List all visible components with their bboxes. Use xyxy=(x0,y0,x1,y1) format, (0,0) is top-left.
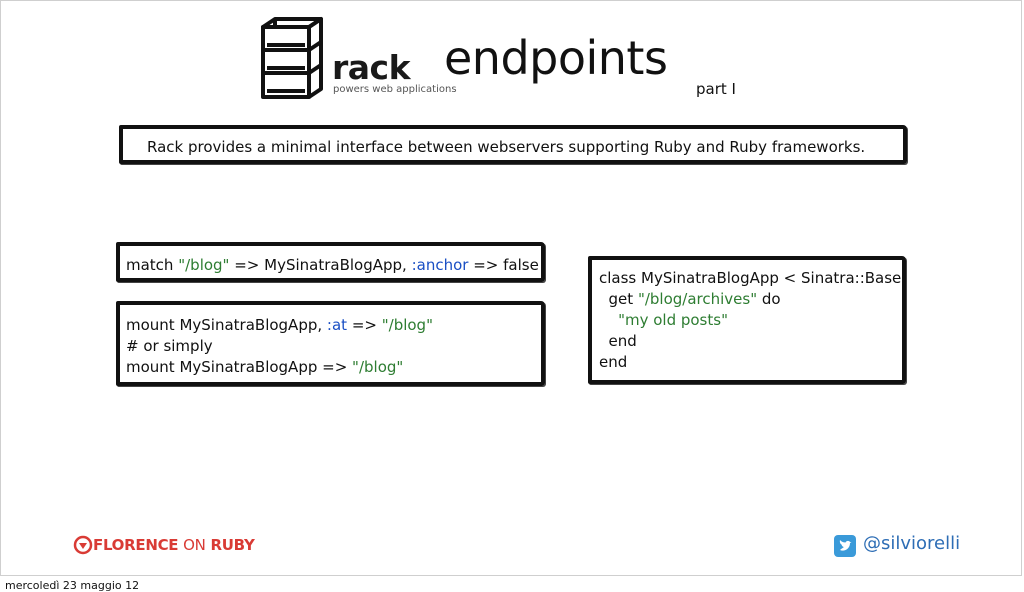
code-plain: do xyxy=(757,290,781,308)
code-line: mount MySinatraBlogApp, :at => "/blog" xyxy=(126,315,433,336)
slide: rack powers web applications endpoints p… xyxy=(0,0,1022,576)
florence-on-ruby-logo-icon xyxy=(73,535,93,555)
brand-word: FLORENCE xyxy=(93,536,184,554)
code-string-line: "my old posts" xyxy=(599,311,728,329)
slide-subtitle: part I xyxy=(696,80,736,98)
twitter-icon xyxy=(834,535,856,557)
code-plain: mount MySinatraBlogApp => xyxy=(126,358,353,376)
code-string: "/blog/archives" xyxy=(637,290,758,308)
code-line: get "/blog/archives" do xyxy=(599,289,901,310)
brand-word: ON xyxy=(183,536,206,554)
slide-title: endpoints xyxy=(444,31,668,85)
code-comment: # or simply xyxy=(126,337,213,355)
rack-wordmark: rack xyxy=(332,48,411,87)
code-plain: match xyxy=(126,256,179,274)
code-plain: mount MySinatraBlogApp, xyxy=(126,316,327,334)
code-symbol: :at xyxy=(326,316,348,334)
code-plain: get xyxy=(599,290,638,308)
code-line: class MySinatraBlogApp < Sinatra::Base xyxy=(599,269,902,287)
code-string: "/blog" xyxy=(381,316,433,334)
mount-code-box: mount MySinatraBlogApp, :at => "/blog"# … xyxy=(116,301,545,386)
rack-shelf-logo-icon xyxy=(261,17,323,99)
twitter-handle[interactable]: @silviorelli xyxy=(863,533,961,554)
code-line: end xyxy=(599,332,637,350)
code-line: mount MySinatraBlogApp => "/blog" xyxy=(126,357,433,378)
code-string: "/blog" xyxy=(178,256,230,274)
class-code-block: class MySinatraBlogApp < Sinatra::Base g… xyxy=(599,268,901,373)
intro-text: Rack provides a minimal interface betwee… xyxy=(147,138,866,156)
code-line: end xyxy=(599,353,628,371)
match-code-line: match "/blog" => MySinatraBlogApp, :anch… xyxy=(126,255,539,276)
code-plain: => xyxy=(347,316,382,334)
code-plain: => MySinatraBlogApp, xyxy=(229,256,412,274)
brand-word: RUBY xyxy=(205,536,255,554)
match-code-box: match "/blog" => MySinatraBlogApp, :anch… xyxy=(116,242,545,282)
florence-on-ruby-brand: FLORENCE ON RUBY xyxy=(93,538,255,553)
code-string: "/blog" xyxy=(352,358,404,376)
code-symbol: :anchor xyxy=(411,256,469,274)
slide-date: mercoledì 23 maggio 12 xyxy=(5,579,140,592)
intro-box: Rack provides a minimal interface betwee… xyxy=(119,125,907,164)
class-code-box: class MySinatraBlogApp < Sinatra::Base g… xyxy=(588,256,906,384)
rack-tagline: powers web applications xyxy=(333,84,457,95)
code-plain: => false xyxy=(468,256,539,274)
mount-code-block: mount MySinatraBlogApp, :at => "/blog"# … xyxy=(126,315,433,378)
